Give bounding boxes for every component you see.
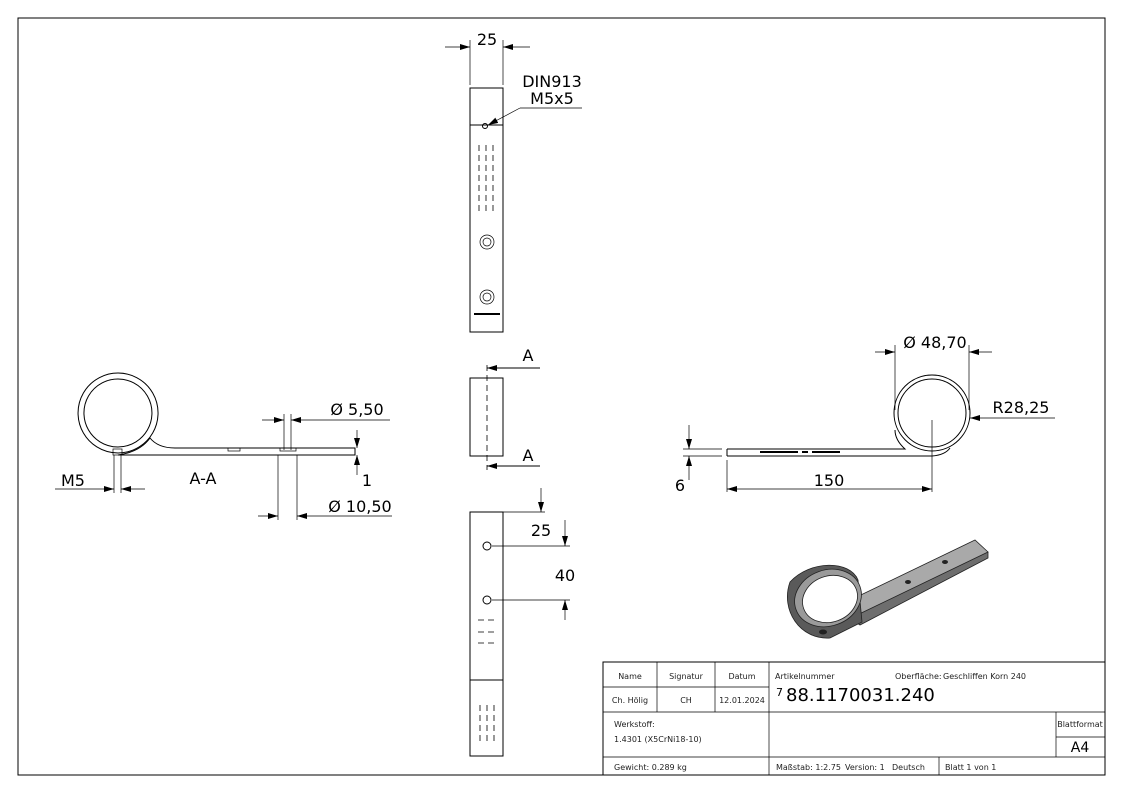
middle-view: A A xyxy=(469,346,540,470)
value-name: Ch. Hölig xyxy=(612,696,648,705)
counterbore-dia-label: Ø 10,50 xyxy=(328,497,391,516)
section-view-a-a: M5 A-A Ø 5,50 Ø 10,50 1 xyxy=(55,372,392,520)
weight: Gewicht: 0.289 kg xyxy=(614,763,687,772)
callout-din913: DIN913 xyxy=(522,72,582,91)
section-marker-bottom: A xyxy=(523,446,534,465)
article-number: 88.1170031.240 xyxy=(786,685,935,706)
surface-label: Oberfläche: xyxy=(895,672,942,681)
format-label: Blattformat xyxy=(1057,720,1103,729)
radius-label: R28,25 xyxy=(993,398,1050,417)
surface-value: Geschliffen Korn 240 xyxy=(943,672,1026,681)
material-label: Werkstoff: xyxy=(614,720,655,729)
header-signature: Signatur xyxy=(669,672,704,681)
material-value: 1.4301 (X5CrNi18-10) xyxy=(614,735,702,744)
isometric-view xyxy=(787,539,989,639)
hole-dia-label: Ø 5,50 xyxy=(330,400,383,419)
header-name: Name xyxy=(618,672,642,681)
value-date: 12.01.2024 xyxy=(719,696,765,705)
title-block: Name Signatur Datum Ch. Hölig CH 12.01.2… xyxy=(602,661,1106,776)
article-label: Artikelnummer xyxy=(775,672,835,681)
version: Version: 1 xyxy=(845,763,885,772)
thickness-label: 6 xyxy=(675,476,685,495)
depth-label: 1 xyxy=(362,471,372,490)
bottom-view: 25 40 xyxy=(469,488,575,757)
section-label: A-A xyxy=(190,469,217,488)
header-date: Datum xyxy=(728,672,755,681)
language: Deutsch xyxy=(892,763,925,772)
width-dimension: 25 xyxy=(477,30,497,49)
thread-label: M5 xyxy=(61,471,85,490)
ring-dia-label: Ø 48,70 xyxy=(903,333,966,352)
article-prefix: 7 xyxy=(776,686,783,699)
callout-m5x5: M5x5 xyxy=(530,89,574,108)
dim-spacing: 40 xyxy=(555,566,575,585)
scale: Maßstab: 1:2.75 xyxy=(776,763,841,772)
side-view: 150 Ø 48,70 R28,25 6 xyxy=(675,333,1055,495)
top-view: 25 DIN913 M5x5 xyxy=(445,30,582,333)
sheet: Blatt 1 von 1 xyxy=(945,763,996,772)
dim-offset: 25 xyxy=(531,521,551,540)
set-screw-hole xyxy=(482,123,488,129)
format-value: A4 xyxy=(1071,740,1090,756)
section-marker-top: A xyxy=(523,346,534,365)
length-dimension: 150 xyxy=(814,471,845,490)
drawing-frame xyxy=(17,17,1106,776)
value-signature: CH xyxy=(680,696,692,705)
